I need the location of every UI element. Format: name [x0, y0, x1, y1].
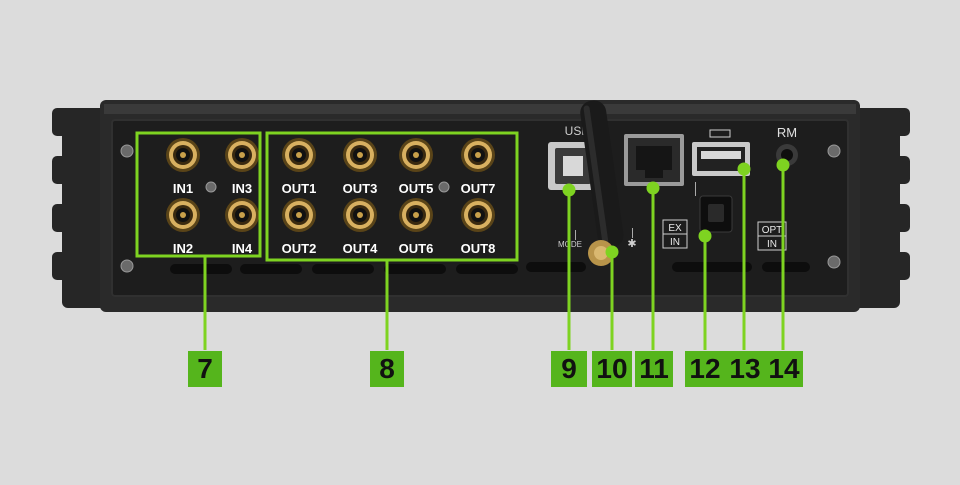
callout-number-9: 9 — [551, 351, 587, 387]
rj-ethernet-port — [624, 134, 684, 186]
rm-label: RM — [777, 125, 797, 140]
output-label: OUT3 — [343, 181, 378, 196]
output-label: OUT8 — [461, 241, 496, 256]
outputs-highlight — [265, 131, 519, 262]
rca-jack — [166, 138, 200, 172]
svg-text:IN: IN — [767, 239, 777, 250]
opt-in-label: OPT IN — [757, 221, 787, 251]
callout-number-10: 10 — [592, 351, 632, 387]
rca-output-jacks — [282, 138, 495, 232]
output-label: OUT2 — [282, 241, 317, 256]
rca-jack — [282, 138, 316, 172]
heatsink-left — [52, 108, 112, 308]
screw-icon — [120, 144, 841, 273]
ex-in-label: EX IN — [662, 219, 688, 249]
callout-number-12: 12 — [685, 351, 725, 387]
output-label: OUT5 — [399, 181, 434, 196]
rca-input-jacks — [166, 138, 259, 232]
callout-lines — [203, 158, 790, 350]
rca-jack — [225, 198, 259, 232]
output-label: OUT1 — [282, 181, 317, 196]
callout-number-14: 14 — [765, 351, 803, 387]
rca-jack — [399, 138, 433, 172]
input-label: IN1 — [173, 181, 193, 196]
rca-jack — [166, 198, 200, 232]
rca-jack — [461, 138, 495, 172]
output-label: OUT7 — [461, 181, 496, 196]
rca-jack — [461, 198, 495, 232]
callout-number-13: 13 — [725, 351, 765, 387]
svg-text:IN: IN — [670, 237, 680, 248]
bluetooth-antenna — [580, 100, 624, 266]
usb-b-port — [548, 142, 598, 190]
input-label: IN4 — [232, 241, 253, 256]
input-label: IN2 — [173, 241, 193, 256]
svg-text:EX: EX — [668, 223, 682, 234]
optical-port — [699, 195, 733, 233]
vent-slots — [170, 262, 810, 274]
rca-jack — [225, 138, 259, 172]
heatsink-right — [850, 108, 910, 308]
inputs-highlight — [135, 131, 262, 258]
output-label: OUT6 — [399, 241, 434, 256]
input-label: IN3 — [232, 181, 252, 196]
rm-jack — [776, 144, 798, 166]
bluetooth-icon: ✱ — [627, 237, 636, 250]
rca-jack — [343, 138, 377, 172]
svg-text:OPT: OPT — [762, 225, 783, 236]
callout-number-11: 11 — [635, 351, 673, 387]
callout-number-7: 7 — [188, 351, 222, 387]
rca-jack — [399, 198, 433, 232]
callout-number-8: 8 — [370, 351, 404, 387]
rca-jack — [282, 198, 316, 232]
usb-a-port — [692, 129, 750, 176]
output-label: OUT4 — [343, 241, 378, 256]
rca-jack — [343, 198, 377, 232]
